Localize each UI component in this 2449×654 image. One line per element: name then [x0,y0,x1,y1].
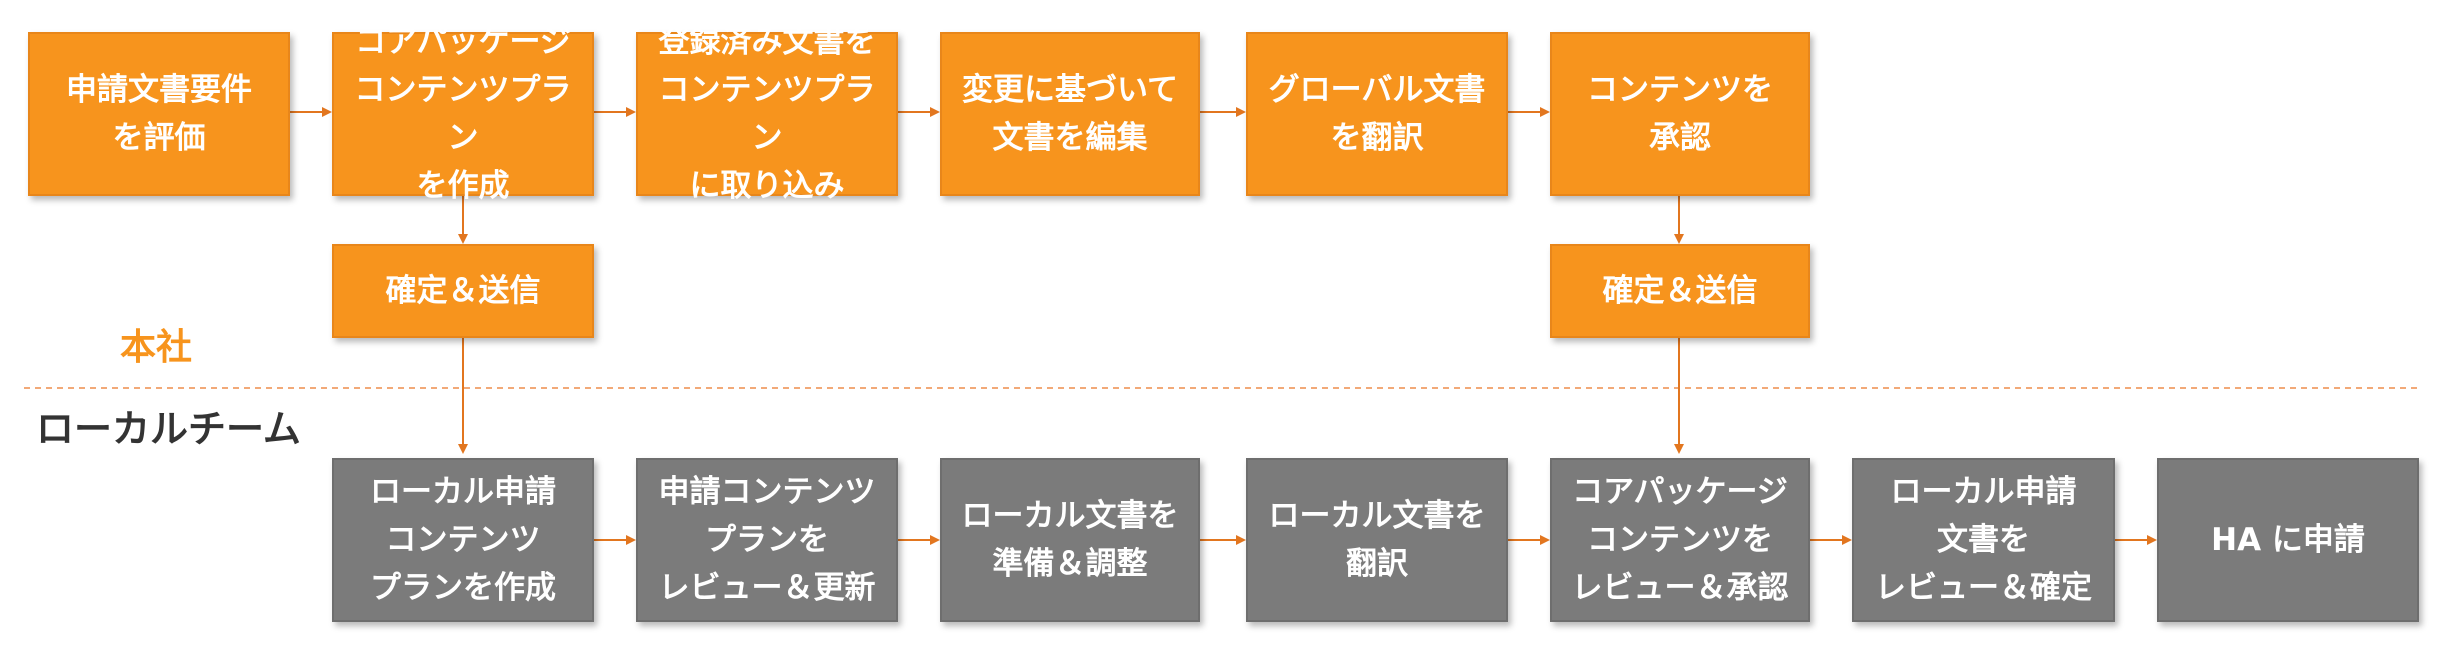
local-step-prepare-adjust: ローカル文書を 準備＆調整 [940,458,1200,622]
local-step-review-update-plan: 申請コンテンツ プランを レビュー＆更新 [636,458,898,622]
section-label-hq: 本社 [120,327,193,368]
local-step-review-approve-core: コアパッケージ コンテンツを レビュー＆承認 [1550,458,1810,622]
hq-confirm-send-1: 確定＆送信 [332,244,594,338]
hq-step-edit-docs: 変更に基づいて 文書を編集 [940,32,1200,196]
section-label-local: ローカルチーム [36,407,301,451]
local-step-translate: ローカル文書を 翻訳 [1246,458,1508,622]
local-step-create-plan: ローカル申請 コンテンツ プランを作成 [332,458,594,622]
hq-confirm-send-2: 確定＆送信 [1550,244,1810,338]
hq-step-assess-requirements: 申請文書要件 を評価 [28,32,290,196]
hq-step-create-core-plan: コアパッケージ コンテンツプラン を作成 [332,24,594,204]
hq-step-approve-content: コンテンツを 承認 [1550,32,1810,196]
hq-step-translate-global: グローバル文書 を翻訳 [1246,32,1508,196]
local-step-review-finalize: ローカル申請 文書を レビュー＆確定 [1852,458,2115,622]
hq-step-import-registered-docs: 登録済み文書を コンテンツプラン に取り込み [636,24,898,204]
local-step-submit-ha: HA に申請 [2157,458,2419,622]
